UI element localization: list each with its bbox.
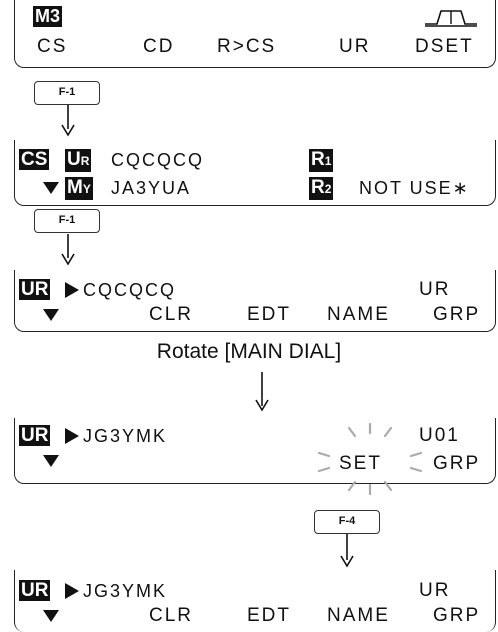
menu-set[interactable]: SET — [339, 453, 382, 474]
cs-tag: CS — [19, 149, 50, 170]
ur-indicator: UR — [419, 580, 451, 601]
memory-channel: U01 — [419, 425, 460, 446]
f4-key[interactable]: F-4 — [314, 510, 380, 534]
menu-name[interactable]: NAME — [327, 304, 390, 325]
cursor-arrow-icon — [65, 282, 79, 298]
lcd-screen-5: UR JG3YMK UR CLR EDT NAME GRP — [14, 570, 496, 632]
menu-grp[interactable]: GRP — [433, 453, 481, 474]
ur-tag: UR — [19, 279, 51, 300]
r2-value: NOT USE∗ — [359, 178, 470, 198]
arrow-down-icon — [61, 234, 75, 266]
lcd-screen-2: CS UR CQCQCQ R1 MY JA3YUA R2 NOT USE∗ — [14, 140, 496, 206]
f1-key[interactable]: F-1 — [34, 81, 100, 105]
ur-tag: UR — [65, 149, 92, 172]
ur-indicator: UR — [419, 279, 451, 300]
arrow-down-icon — [340, 534, 354, 568]
menu-dset[interactable]: DSET — [415, 36, 474, 57]
r1-tag: R1 — [309, 149, 334, 172]
my-callsign: JA3YUA — [111, 178, 192, 198]
ur-callsign: CQCQCQ — [83, 280, 176, 300]
scroll-down-icon — [43, 309, 59, 321]
ur-callsign: JG3YMK — [83, 581, 168, 601]
menu-edt[interactable]: EDT — [247, 304, 291, 325]
menu-edt[interactable]: EDT — [247, 605, 291, 626]
menu-ur[interactable]: UR — [339, 36, 371, 57]
menu-clr[interactable]: CLR — [149, 304, 194, 325]
instruction-caption: Rotate [MAIN DIAL] — [156, 340, 342, 363]
ur-callsign: CQCQCQ — [111, 150, 204, 170]
arrow-down-icon — [255, 372, 269, 412]
memory-indicator: M3 — [33, 6, 63, 27]
scroll-down-icon — [43, 455, 59, 467]
cursor-arrow-icon — [65, 428, 79, 444]
my-tag: MY — [65, 177, 93, 200]
lcd-screen-3: UR CQCQCQ UR CLR EDT NAME GRP — [14, 270, 496, 332]
ur-callsign: JG3YMK — [83, 426, 168, 446]
lcd-screen-1: M3 CS CD R>CS UR DSET — [14, 0, 496, 68]
scroll-down-icon — [43, 182, 59, 194]
arrow-down-icon — [61, 105, 75, 137]
menu-cd[interactable]: CD — [143, 36, 175, 57]
menu-grp[interactable]: GRP — [433, 304, 481, 325]
blink-rays-icon — [317, 422, 423, 496]
cursor-arrow-icon — [65, 583, 79, 599]
ur-tag: UR — [19, 425, 51, 446]
menu-clr[interactable]: CLR — [149, 605, 194, 626]
menu-cs[interactable]: CS — [37, 36, 68, 57]
f1-key-2[interactable]: F-1 — [34, 209, 100, 233]
scroll-down-icon — [43, 610, 59, 622]
r2-tag: R2 — [309, 177, 334, 200]
menu-name[interactable]: NAME — [327, 605, 390, 626]
dset-waveform-icon — [425, 10, 477, 27]
ur-tag: UR — [19, 580, 51, 601]
menu-grp[interactable]: GRP — [433, 605, 481, 626]
menu-r-cs[interactable]: R>CS — [217, 36, 277, 57]
lcd-screen-4: UR JG3YMK U01 SET GRP — [14, 418, 496, 496]
